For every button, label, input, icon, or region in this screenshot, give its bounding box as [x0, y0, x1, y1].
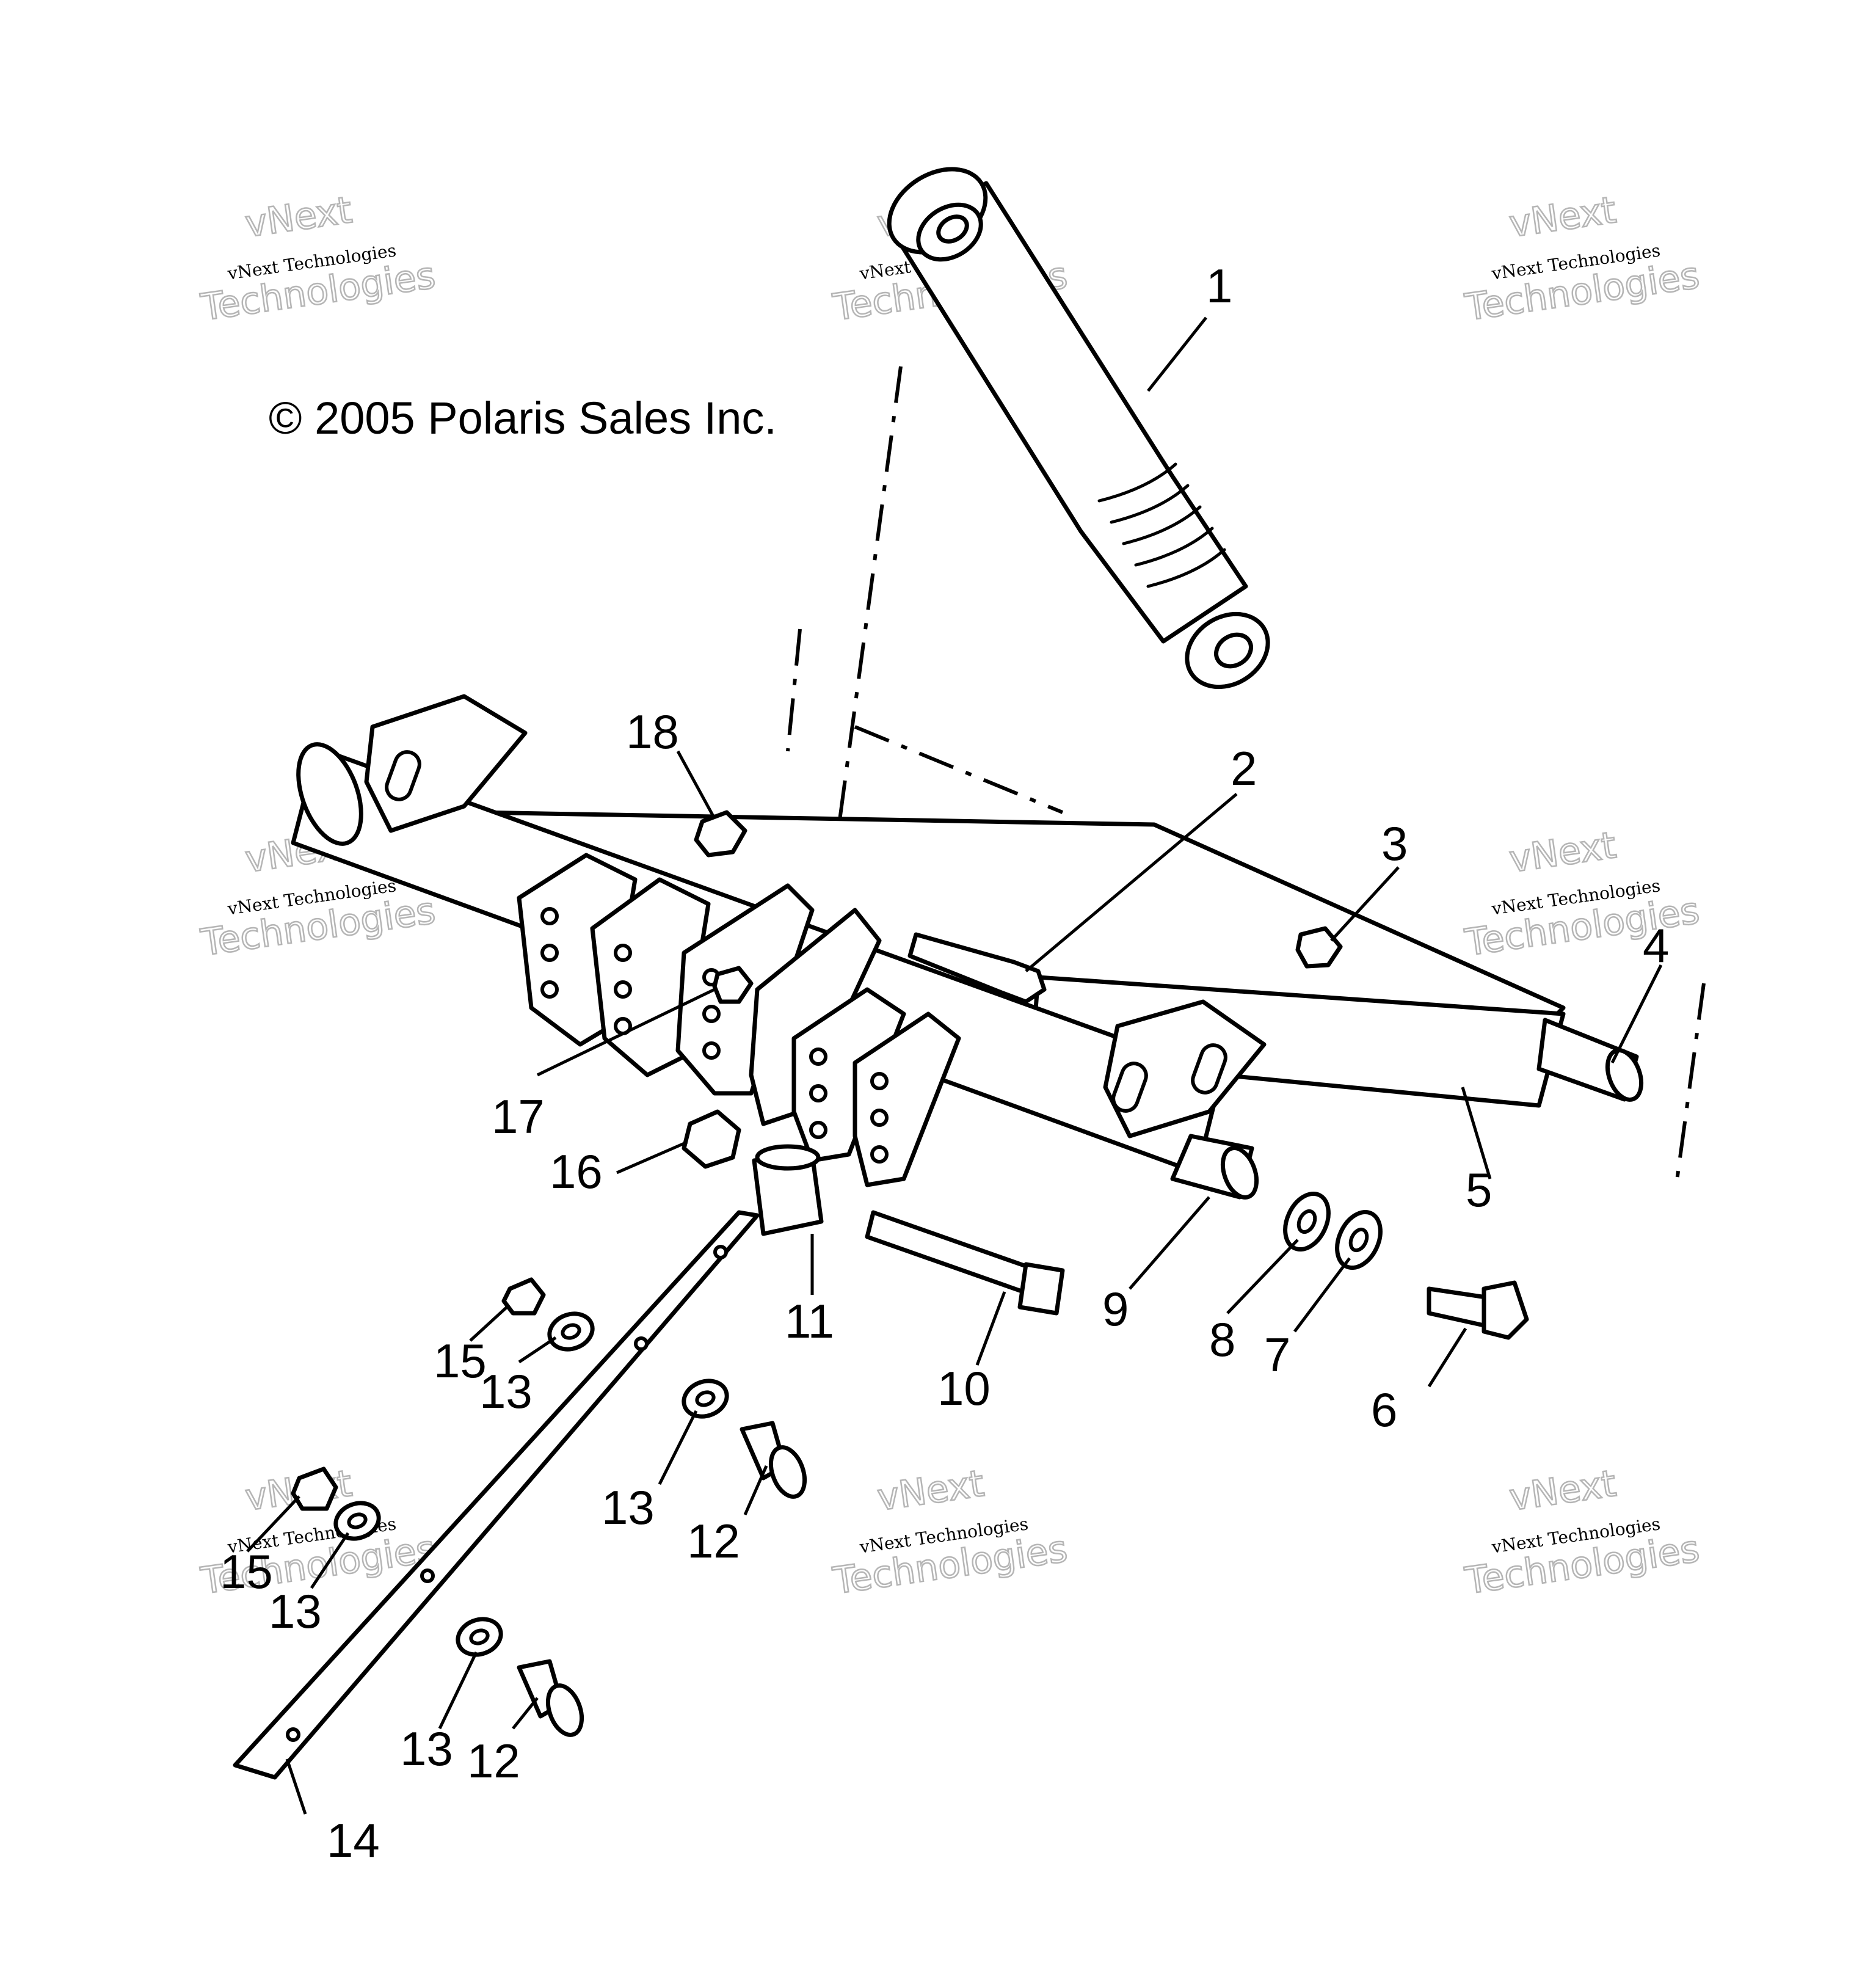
leader-lines	[246, 316, 1663, 1815]
callout-13-lower-right: 13	[400, 1722, 453, 1776]
svg-text:vNext: vNext	[1507, 189, 1618, 246]
mounting-plates	[517, 853, 961, 1187]
callout-2: 2	[1231, 741, 1257, 795]
shock-absorber	[887, 167, 1270, 690]
callout-16: 16	[550, 1145, 603, 1198]
callout-10: 10	[937, 1361, 991, 1415]
bolt-10	[865, 1210, 1041, 1297]
callout-15-lower: 15	[220, 1545, 273, 1598]
strap-14	[233, 1210, 760, 1780]
svg-text:vNext: vNext	[874, 1462, 986, 1520]
frame-hardware	[694, 810, 1343, 1004]
callout-18: 18	[626, 705, 679, 759]
callout-4: 4	[1643, 919, 1669, 972]
nut-15b	[291, 1466, 338, 1511]
callout-14: 14	[327, 1813, 380, 1867]
callout-13-upper-left: 13	[479, 1364, 533, 1418]
callout-11: 11	[785, 1294, 834, 1348]
callout-12-lower: 12	[467, 1734, 520, 1788]
callout-7: 7	[1264, 1328, 1290, 1382]
bolt-17	[712, 966, 754, 1004]
nut-18	[694, 810, 747, 858]
svg-text:vNext: vNext	[1507, 1462, 1618, 1520]
watermark-bottom-right: vNext vNext Technologies Technologies	[1461, 1462, 1703, 1604]
callout-15-upper: 15	[434, 1334, 487, 1388]
callout-13-lower-left: 13	[269, 1584, 322, 1638]
assembly-lines	[786, 366, 1706, 1186]
svg-text:vNext: vNext	[242, 189, 354, 246]
svg-text:vNext: vNext	[1507, 824, 1618, 881]
callout-12-upper: 12	[687, 1514, 740, 1568]
callout-labels: 1 2 3 4 5 6 7 8 9 10 11 12 12 13 13 13 1…	[220, 259, 1669, 1867]
callout-13-upper-right: 13	[602, 1481, 655, 1534]
loose-hardware	[291, 1109, 1529, 1737]
copyright-text: © 2005 Polaris Sales Inc.	[269, 393, 777, 443]
watermark-top-left: vNext vNext Technologies Technologies	[197, 188, 438, 330]
callout-1: 1	[1206, 259, 1232, 313]
nut-3	[1295, 926, 1343, 969]
watermark-bottom-center: vNext vNext Technologies Technologies	[829, 1462, 1071, 1604]
callout-9: 9	[1102, 1282, 1129, 1336]
watermark-top-right: vNext vNext Technologies Technologies	[1461, 188, 1703, 330]
bolt-2	[907, 932, 1047, 1004]
callout-6: 6	[1371, 1383, 1397, 1437]
nut-16	[682, 1109, 741, 1169]
callout-17: 17	[492, 1090, 545, 1143]
callout-3: 3	[1381, 817, 1408, 870]
callout-5: 5	[1466, 1163, 1492, 1217]
callout-8: 8	[1209, 1313, 1235, 1366]
nut-15a	[501, 1277, 546, 1316]
